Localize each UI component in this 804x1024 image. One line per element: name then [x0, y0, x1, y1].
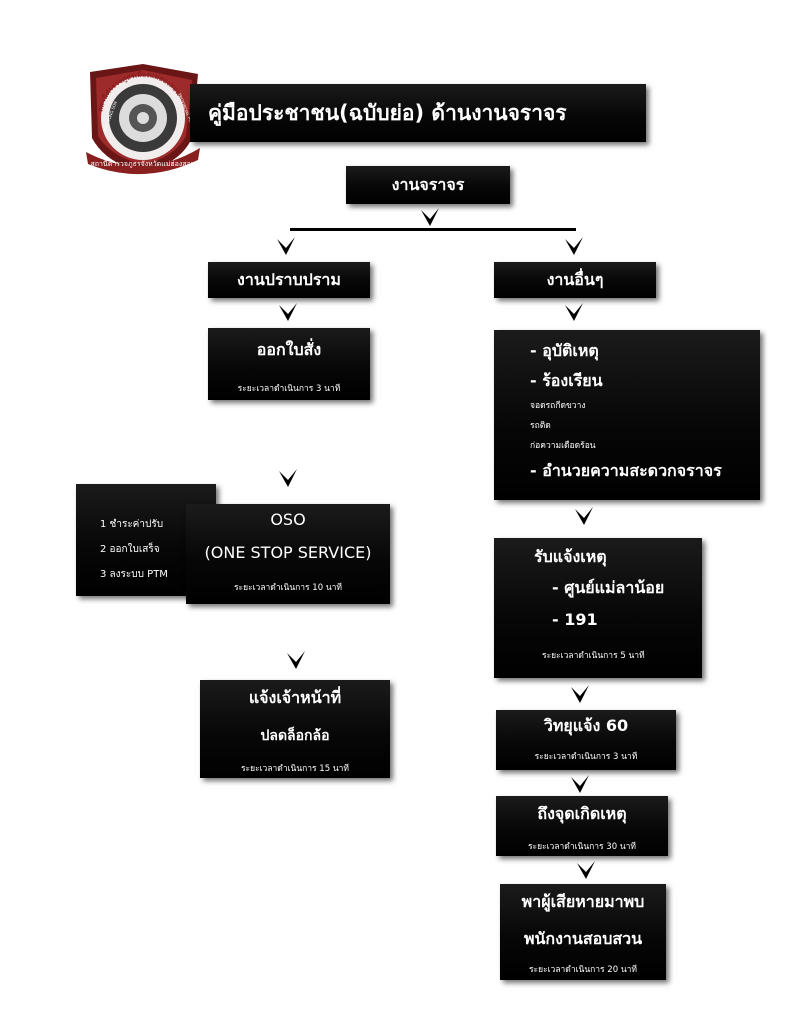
arrow-icon — [278, 302, 298, 322]
other-item: - อุบัติเหตุ — [530, 341, 599, 360]
ticket-box: ออกใบสั่ง ระยะเวลาดำเนินการ 3 นาที — [208, 328, 370, 400]
arrow-icon — [286, 650, 306, 670]
arrow-icon — [570, 684, 590, 704]
branch-line — [290, 228, 576, 231]
ticket-time: ระยะเวลาดำเนินการ 3 นาที — [237, 384, 341, 394]
scene-box: ถึงจุดเกิดเหตุ ระยะเวลาดำเนินการ 30 นาที — [496, 796, 668, 856]
unlock-title: แจ้งเจ้าหน้าที่ — [248, 688, 342, 707]
arrow-icon — [564, 236, 584, 256]
scene-title: ถึงจุดเกิดเหตุ — [537, 804, 627, 823]
other-tasks-box: - อุบัติเหตุ - ร้องเรียน จอดรถกีดขวาง รถ… — [494, 330, 760, 500]
complaint-sub-item: จอดรถกีดขวาง — [530, 401, 586, 411]
arrow-icon — [276, 236, 296, 256]
root-node-label: งานจราจร — [391, 175, 465, 194]
unlock-time: ระยะเวลาดำเนินการ 15 นาที — [240, 764, 350, 774]
radio-title: วิทยุแจ้ง 60 — [543, 716, 629, 735]
branch-right-label: งานอื่นๆ — [546, 270, 604, 289]
radio-box: วิทยุแจ้ง 60 ระยะเวลาดำเนินการ 3 นาที — [496, 710, 676, 770]
victim-subtitle: พนักงานสอบสวน — [523, 929, 643, 948]
arrow-icon — [420, 207, 440, 227]
radio-time: ระยะเวลาดำเนินการ 3 นาที — [534, 752, 638, 762]
oso-subtitle: (ONE STOP SERVICE) — [204, 543, 372, 562]
scene-time: ระยะเวลาดำเนินการ 30 นาที — [527, 842, 637, 852]
arrow-icon — [570, 774, 590, 794]
report-item: - ศูนย์แม่ลาน้อย — [552, 578, 665, 597]
victim-time: ระยะเวลาดำเนินการ 20 นาที — [528, 965, 638, 975]
victim-title: พาผู้เสียหายมาพบ — [521, 892, 645, 911]
root-node-box: งานจราจร — [346, 166, 510, 204]
complaint-sub-item: รถติด — [530, 421, 551, 431]
other-item: - ร้องเรียน — [530, 371, 603, 390]
arrow-icon — [574, 506, 594, 526]
oso-time: ระยะเวลาดำเนินการ 10 นาที — [233, 583, 343, 593]
unlock-subtitle: ปลดล็อกล้อ — [260, 728, 330, 744]
step-item: 1 ชำระค่าปรับ — [100, 519, 164, 530]
complaint-sub-item: ก่อความเดือดร้อน — [530, 441, 596, 451]
logo-bottom-text: สถานีตำรวจภูธรจังหวัดแม่ฮ่องสอน — [90, 160, 195, 168]
police-emblem-logo: สถานีตำรวจภูธรเมืองแม่ฮ่องสอน MAE HONG S… — [80, 60, 206, 178]
arrow-icon — [564, 302, 584, 322]
other-item: - อำนวยความสะดวกจราจร — [530, 461, 722, 480]
branch-left-box: งานปราบปราม — [208, 262, 370, 298]
report-time: ระยะเวลาดำเนินการ 5 นาที — [542, 651, 645, 661]
title-banner: คู่มือประชาชน(ฉบับย่อ) ด้านงานจราจร — [190, 84, 646, 142]
branch-right-box: งานอื่นๆ — [494, 262, 656, 298]
step-item: 3 ลงระบบ PTM — [100, 569, 168, 580]
arrow-icon — [576, 860, 596, 880]
ticket-title: ออกใบสั่ง — [256, 340, 322, 359]
page-title: คู่มือประชาชน(ฉบับย่อ) ด้านงานจราจร — [208, 101, 567, 125]
arrow-icon — [278, 468, 298, 488]
unlock-box: แจ้งเจ้าหน้าที่ ปลดล็อกล้อ ระยะเวลาดำเนิ… — [200, 680, 390, 778]
report-title: รับแจ้งเหตุ — [534, 547, 607, 566]
oso-box: OSO (ONE STOP SERVICE) ระยะเวลาดำเนินการ… — [186, 504, 390, 604]
report-item: - 191 — [552, 610, 598, 629]
oso-title: OSO — [270, 510, 306, 529]
branch-left-label: งานปราบปราม — [237, 270, 341, 289]
victim-box: พาผู้เสียหายมาพบ พนักงานสอบสวน ระยะเวลาด… — [500, 884, 666, 980]
step-item: 2 ออกใบเสร็จ — [100, 544, 160, 555]
report-box: รับแจ้งเหตุ - ศูนย์แม่ลาน้อย - 191 ระยะเ… — [494, 538, 702, 678]
